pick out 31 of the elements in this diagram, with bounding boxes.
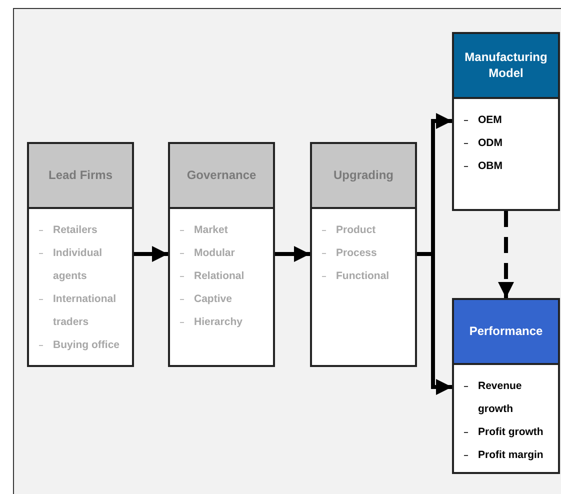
card-header: Governance (170, 144, 273, 209)
arrow (134, 246, 168, 262)
arrow (498, 211, 514, 298)
process-card (168, 142, 275, 367)
list-item: ODM (478, 137, 502, 149)
arrow (275, 246, 310, 262)
list-item: Product (336, 224, 376, 236)
list-item: Relational (194, 270, 244, 282)
list-item: OEM (478, 114, 502, 126)
list-item: Profit margin (478, 449, 544, 461)
process-card (310, 142, 417, 367)
list-item: Profit growth (478, 426, 544, 438)
list-item: Captive (194, 293, 232, 305)
card-header: Lead Firms (29, 144, 132, 209)
card-header: Performance (454, 300, 558, 365)
list-item: Retailers (53, 224, 98, 236)
list-item: Hierarchy (194, 316, 242, 328)
list-item: Market (194, 224, 228, 236)
list-item: Individual agents (53, 247, 102, 282)
process-card (27, 142, 134, 367)
list-item: Buying office (53, 339, 120, 351)
list-item: Process (336, 247, 377, 259)
list-item: International traders (53, 293, 116, 328)
list-item: Revenue growth (478, 380, 522, 415)
list-item: Functional (336, 270, 390, 282)
card-header: Upgrading (312, 144, 415, 209)
card-header: Manufacturing Model (454, 34, 558, 99)
process-card (452, 32, 560, 211)
process-card (452, 298, 560, 474)
list-item: OBM (478, 160, 502, 172)
list-item: Modular (194, 247, 235, 259)
